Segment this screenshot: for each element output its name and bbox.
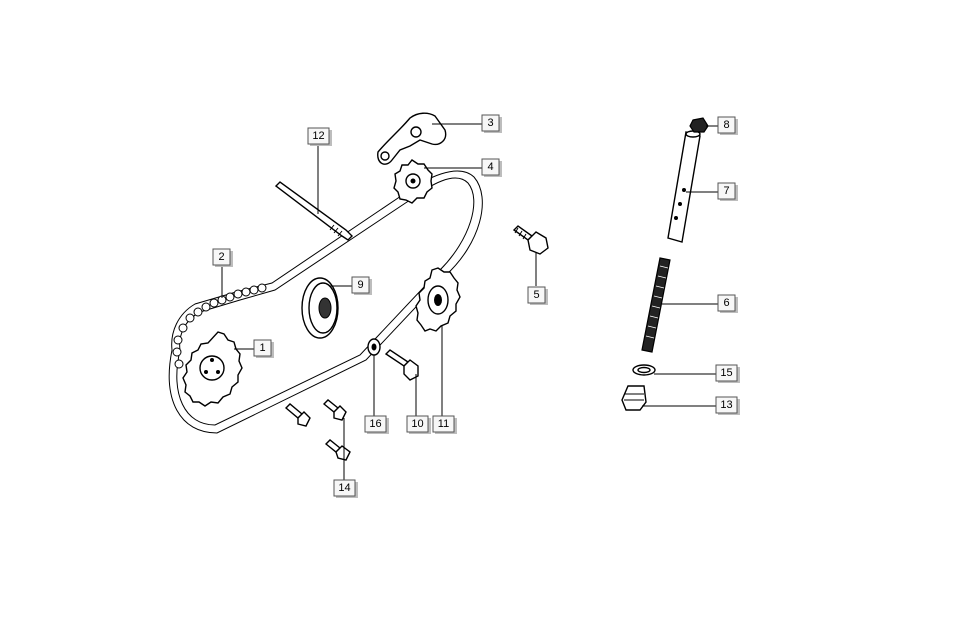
callout-2[interactable]: 2 <box>212 248 233 267</box>
callout-8-number: 8 <box>723 119 729 131</box>
callout-4[interactable]: 4 <box>481 158 502 177</box>
callout-10-number: 10 <box>411 418 423 430</box>
pivot-bolt <box>512 225 549 255</box>
callout-6[interactable]: 6 <box>717 294 738 313</box>
callout-12-number: 12 <box>312 130 324 142</box>
callout-3[interactable]: 3 <box>481 114 502 133</box>
tensioner-spring <box>641 257 671 353</box>
callout-10[interactable]: 10 <box>406 415 431 434</box>
shaft-pin <box>274 181 353 241</box>
tensioner-body <box>667 130 701 243</box>
callout-16[interactable]: 16 <box>364 415 389 434</box>
callout-7[interactable]: 7 <box>717 182 738 201</box>
upper-sprocket <box>393 159 433 204</box>
callout-1-number: 1 <box>259 342 265 354</box>
camshaft-sprocket <box>415 267 461 332</box>
callout-4-number: 4 <box>487 161 493 173</box>
callout-6-number: 6 <box>723 297 729 309</box>
sprocket-bolt <box>384 349 419 381</box>
tensioner-cap <box>689 117 709 133</box>
tensioner-pulley <box>301 277 339 339</box>
callout-11[interactable]: 11 <box>432 415 457 434</box>
callout-9-number: 9 <box>357 279 363 291</box>
callout-16-number: 16 <box>369 418 381 430</box>
callout-9[interactable]: 9 <box>351 276 372 295</box>
callout-13-number: 13 <box>720 399 732 411</box>
callout-3-number: 3 <box>487 117 493 129</box>
callout-8[interactable]: 8 <box>717 116 738 135</box>
callout-2-number: 2 <box>218 251 224 263</box>
sealing-washer <box>632 364 656 376</box>
callout-11-number: 11 <box>438 418 449 430</box>
callout-12[interactable]: 12 <box>307 127 332 146</box>
callout-13[interactable]: 13 <box>715 396 740 415</box>
washer <box>367 338 381 356</box>
timing-chain <box>168 170 483 434</box>
callout-5[interactable]: 5 <box>527 286 548 305</box>
callout-1[interactable]: 1 <box>253 339 274 358</box>
tensioner-bracket <box>377 112 447 165</box>
callout-15-number: 15 <box>720 367 732 379</box>
callout-15[interactable]: 15 <box>715 364 740 383</box>
crank-sprocket <box>182 331 243 407</box>
callout-14-number: 14 <box>338 482 350 494</box>
callout-5-number: 5 <box>533 289 539 301</box>
callout-7-number: 7 <box>723 185 729 197</box>
callout-14[interactable]: 14 <box>333 479 358 498</box>
tensioner-plug <box>621 385 647 411</box>
screws <box>284 399 351 461</box>
callout-layer: 1 2 3 4 5 <box>212 114 740 498</box>
